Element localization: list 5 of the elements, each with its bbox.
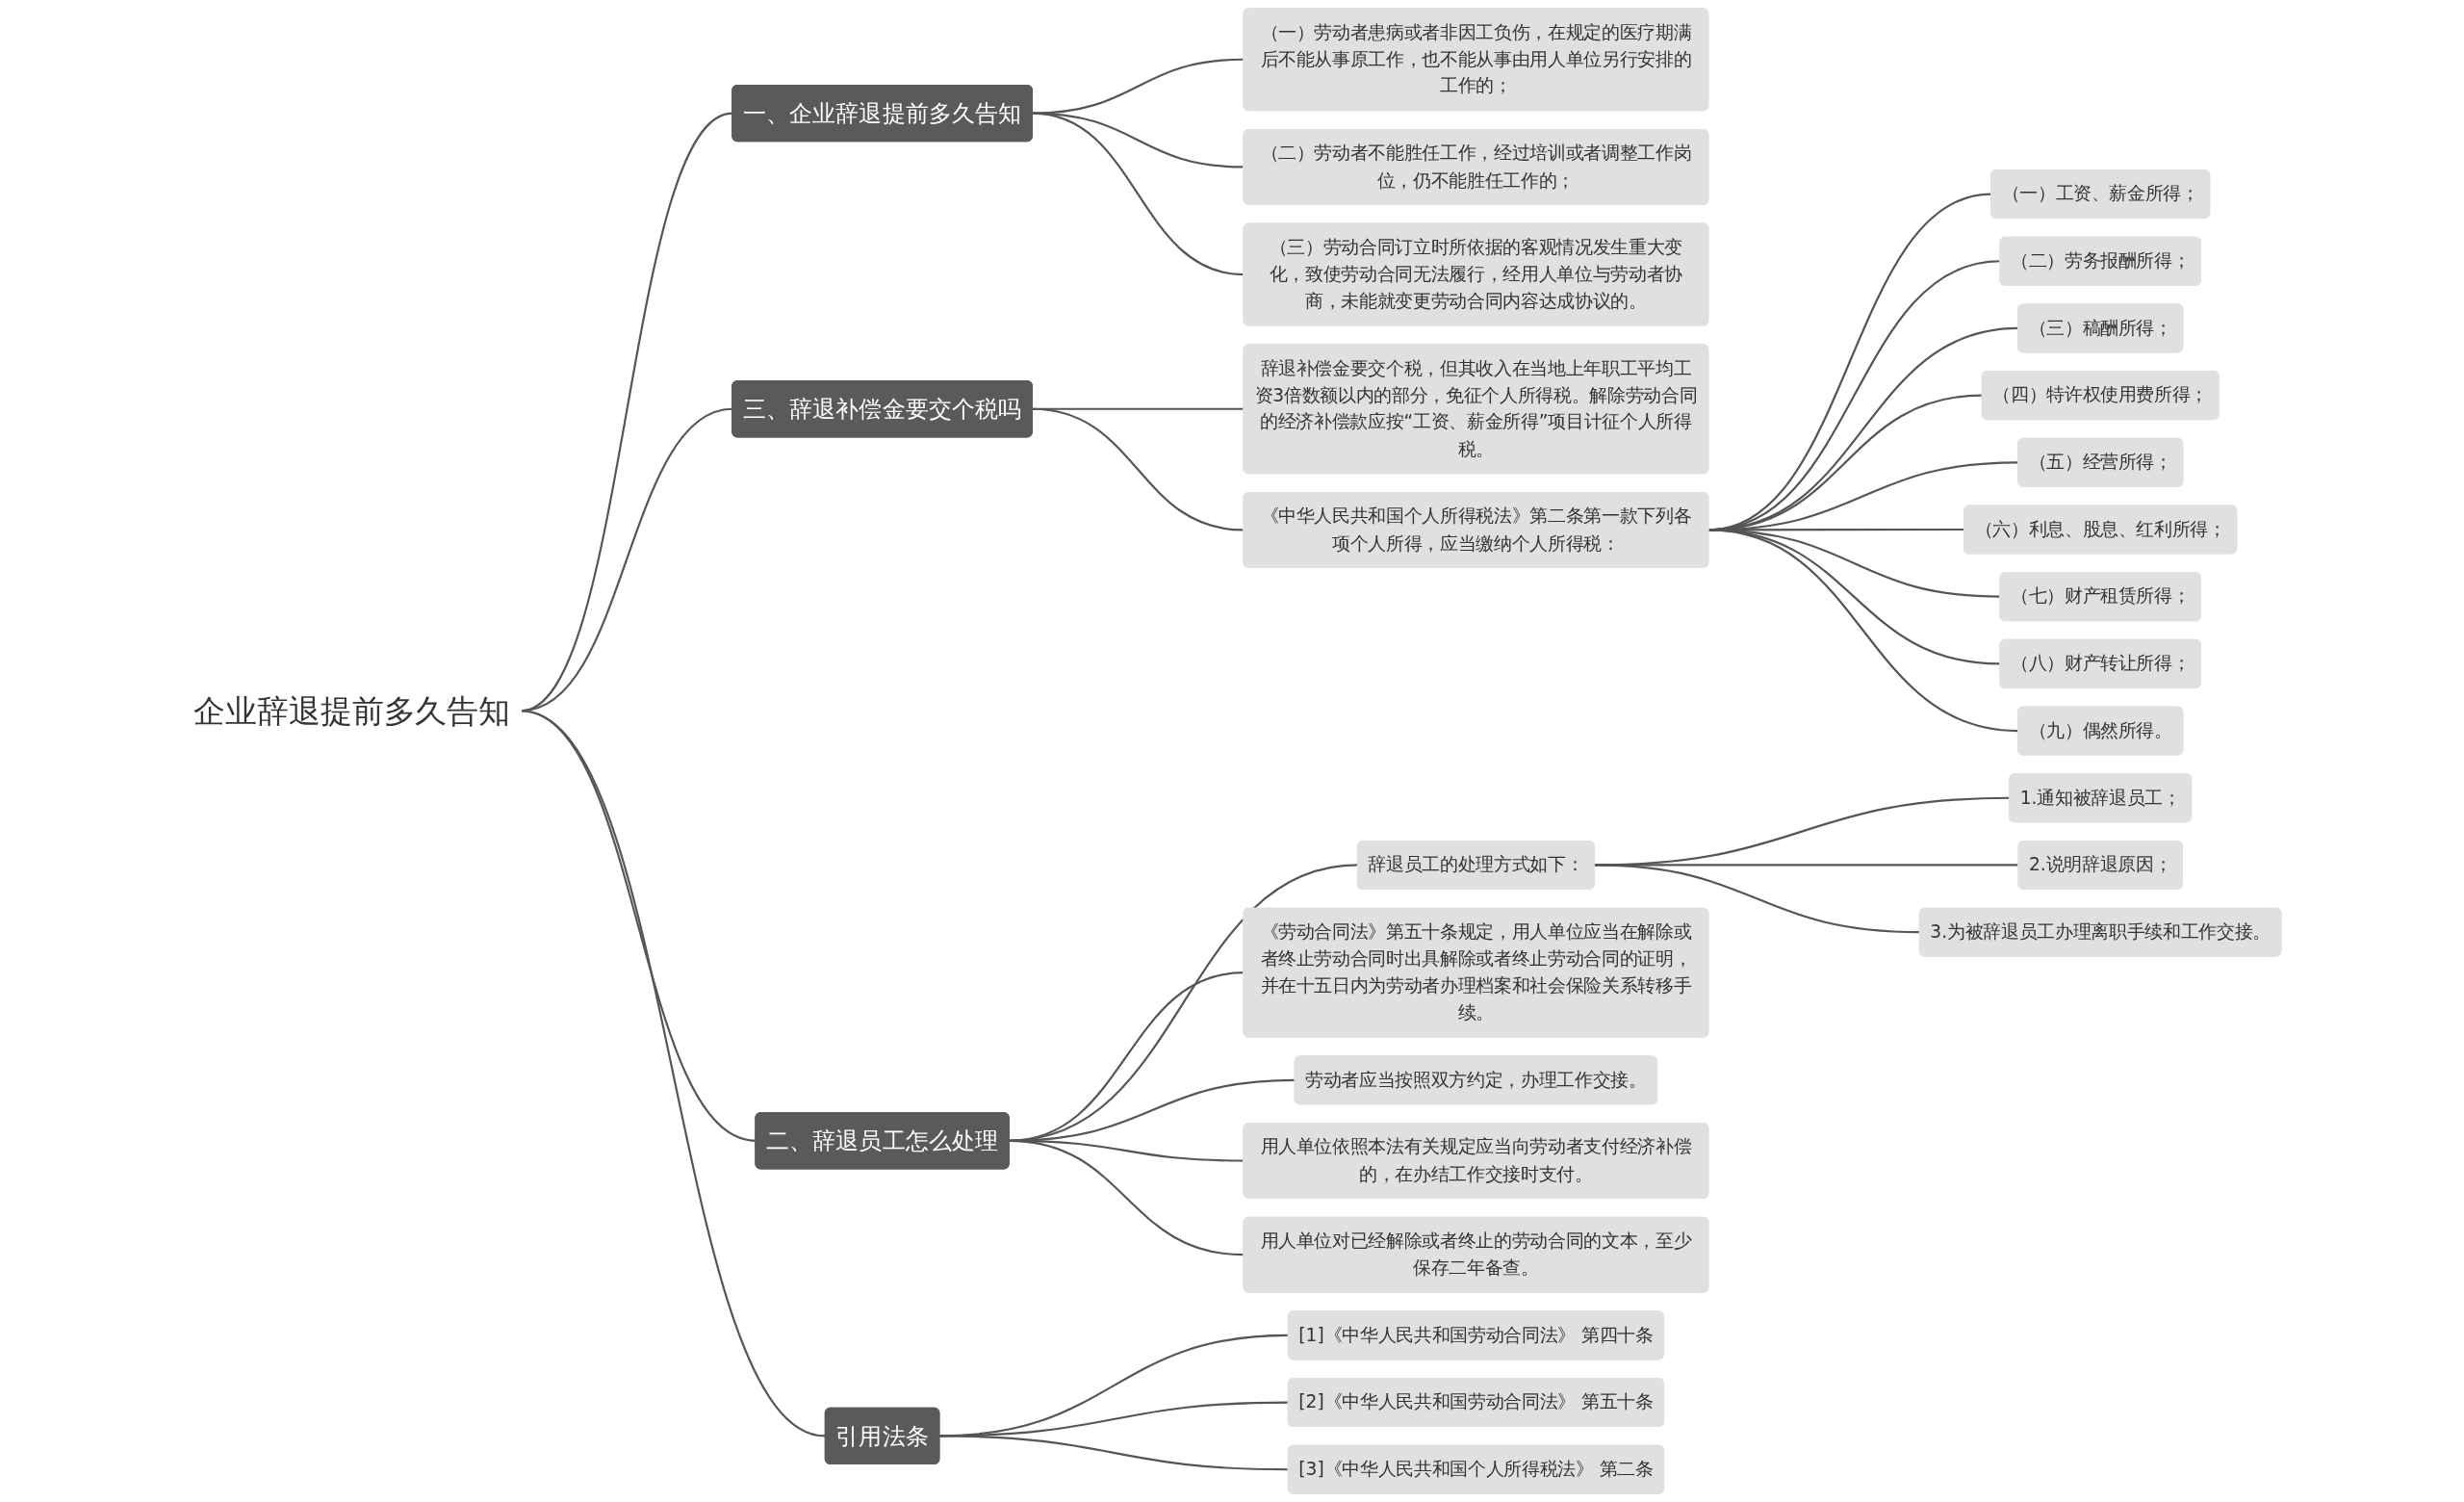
connector [1594,864,1920,934]
connector [1707,529,2018,733]
connector [938,1435,1289,1471]
connector [1032,58,1244,115]
node-text: 企业辞退提前多久告知 [193,692,511,730]
